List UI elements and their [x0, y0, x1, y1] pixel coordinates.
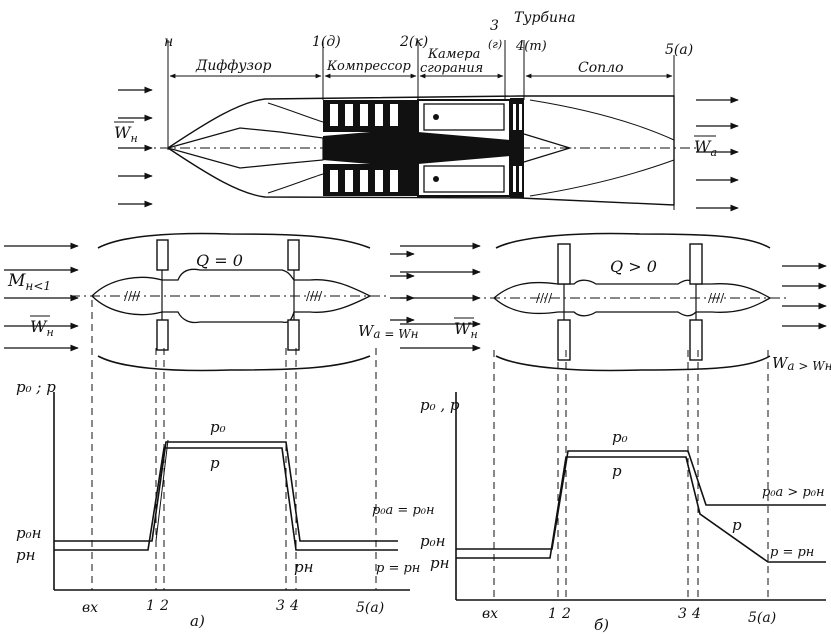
- left-engine-sketch: //// ////: [4, 232, 415, 372]
- left-heat-label: Q = 0: [196, 251, 243, 270]
- station-4: 4(т): [515, 39, 547, 54]
- left-after-turbine-label: pн: [294, 558, 313, 576]
- right-ph-label: pн: [430, 554, 449, 572]
- engine-labels: н 1(д) 2(к) 3 (г) 4(т) 5(а) Диффузор Ком…: [114, 10, 717, 159]
- left-sketch-labels: Q = 0 Mн<1 Wн Wa = Wн: [7, 251, 419, 341]
- label-chamber-1: Камера: [427, 47, 480, 62]
- station-h: н: [164, 34, 173, 50]
- right-p0-label: p₀: [612, 428, 628, 446]
- left-x-tick-4: 4: [289, 598, 299, 614]
- inlet-flow-arrows: [118, 86, 153, 208]
- right-x-tick-4: 4: [691, 606, 701, 622]
- left-pressure-graph: [53, 300, 410, 591]
- right-curve-p: [456, 456, 826, 563]
- station-1: 1(д): [312, 34, 341, 50]
- left-x-tick-3: 3: [276, 598, 285, 614]
- right-x-tick-5: 5(а): [748, 610, 776, 626]
- right-exit-p0-label: p₀a > p₀н: [762, 485, 825, 500]
- station-2: 2(к): [399, 34, 428, 50]
- label-inlet-velocity: Wн: [114, 123, 138, 145]
- right-graph-labels: p₀ , p p₀ p p₀н pн p p₀a > p₀н p = pн вх…: [420, 396, 825, 634]
- label-chamber-2: сгорания: [420, 61, 483, 76]
- left-p0-label: p₀: [210, 418, 226, 436]
- right-y-axis-label: p₀ , p: [420, 396, 460, 414]
- left-curve-p0: [54, 441, 398, 542]
- right-inlet-w: Wн: [454, 319, 478, 341]
- right-exit-p-label: p = pн: [770, 545, 814, 560]
- right-x-tick-vx: вх: [482, 606, 498, 622]
- right-x-tick-1: 1: [548, 606, 557, 622]
- right-p0h-label: p₀н: [420, 532, 446, 550]
- left-p0h-label: p₀н: [16, 524, 42, 542]
- right-caption: б): [594, 616, 609, 634]
- left-p-label: p: [210, 454, 220, 472]
- station-5: 5(а): [665, 42, 693, 58]
- right-exit-relation: Wa > Wн: [772, 354, 831, 373]
- right-sketch-labels: Q > 0 Wн Wa > Wн: [454, 257, 831, 373]
- exit-flow-arrows: [696, 96, 739, 212]
- left-x-tick-2: 2: [159, 598, 169, 614]
- left-caption: а): [190, 612, 205, 630]
- left-ph-label: pн: [16, 546, 35, 564]
- right-p-label: p: [612, 462, 622, 480]
- right-heat-label: Q > 0: [610, 257, 657, 276]
- label-nozzle: Сопло: [578, 60, 624, 76]
- compressor: [323, 100, 418, 196]
- label-diffuser: Диффузор: [195, 58, 272, 74]
- label-turbine: Турбина: [514, 10, 576, 26]
- right-pressure-graph: [455, 350, 826, 601]
- right-curve-p0: [456, 450, 826, 550]
- left-x-tick-vx: вх: [82, 600, 98, 616]
- right-engine-sketch: //// ////: [400, 232, 827, 372]
- label-compressor: Компрессор: [326, 59, 411, 74]
- engine-cross-section: [118, 40, 739, 212]
- left-graph-labels: p₀ ; p p₀ p p₀н pн pн p₀a = p₀н p = pн в…: [16, 378, 435, 630]
- station-3: 3: [490, 18, 499, 34]
- left-x-tick-5: 5(а): [356, 600, 384, 616]
- left-exit-p0-label: p₀a = p₀н: [372, 503, 435, 518]
- left-inlet-w: Wн: [30, 317, 54, 339]
- right-x-tick-3: 3: [678, 606, 687, 622]
- left-x-tick-1: 1: [146, 598, 155, 614]
- label-exit-velocity: Wa: [694, 137, 717, 159]
- station-3b: (г): [488, 38, 502, 51]
- left-curve-p: [54, 447, 398, 551]
- turbine: [510, 98, 524, 198]
- right-x-tick-2: 2: [561, 606, 571, 622]
- left-exit-p-label: p = pн: [376, 561, 420, 576]
- left-mach-label: Mн<1: [7, 271, 51, 293]
- left-y-axis-label: p₀ ; p: [16, 378, 56, 396]
- left-exit-relation: Wa = Wн: [358, 322, 419, 341]
- right-after-turbine-label: p: [732, 516, 742, 534]
- engine-nacelle: [167, 95, 675, 206]
